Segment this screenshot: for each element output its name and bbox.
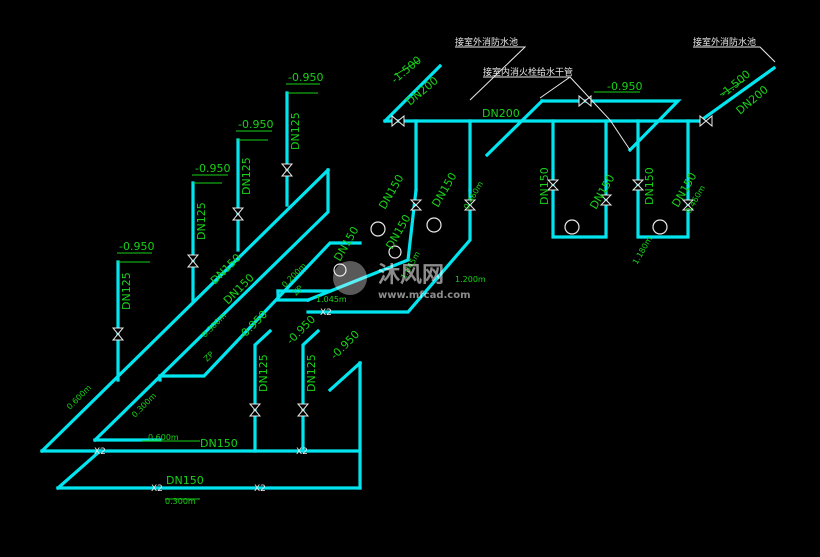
main-header-pipe bbox=[382, 63, 777, 239]
dn150-lowest: DN150 bbox=[166, 474, 204, 487]
code-3: X2 bbox=[254, 484, 266, 494]
header-gate-valve-left bbox=[391, 114, 405, 128]
elev-0950-r7: -0.950 bbox=[328, 328, 362, 362]
watermark-cn: 沐风网 bbox=[378, 263, 444, 288]
elev-0600-diag: 0.600m bbox=[65, 383, 93, 411]
code-2: X2 bbox=[151, 484, 163, 494]
riser-dn125-3 bbox=[236, 138, 268, 252]
code-1: X2 bbox=[94, 447, 106, 457]
code-4: X2 bbox=[296, 447, 308, 457]
elev-0950-header: -0.950 bbox=[607, 80, 642, 93]
riser-dn125-2 bbox=[191, 181, 222, 302]
dn150-bottom: DN150 bbox=[200, 437, 238, 450]
riser-dn125-1 bbox=[116, 260, 150, 382]
elev-0460-a: 0.460m bbox=[462, 180, 485, 211]
dn150-branch-1: DN150 bbox=[538, 167, 551, 205]
riser-valves bbox=[111, 163, 310, 417]
dn125-r1: DN125 bbox=[120, 272, 133, 310]
dn150-pump-2: DN150 bbox=[429, 170, 459, 209]
elev-0950-r3: -0.950 bbox=[238, 118, 273, 131]
dn125-r6: DN125 bbox=[305, 354, 318, 392]
dn200-left: DN200 bbox=[404, 74, 441, 108]
dn125-r2: DN125 bbox=[195, 202, 208, 240]
dn200-mid: DN200 bbox=[482, 107, 520, 120]
elev-1180: 1.180m bbox=[631, 235, 654, 266]
riser-dn125-4 bbox=[285, 91, 318, 207]
branch-valves bbox=[409, 179, 695, 211]
elev-0200: 0.200m bbox=[280, 261, 308, 289]
elev-1500-left: -1.500 bbox=[389, 54, 425, 87]
diagonal-distribution-pipes bbox=[39, 167, 472, 491]
zp-1: ZP bbox=[202, 350, 216, 364]
elev-1045-b: 1.045m bbox=[316, 295, 347, 304]
elev-0300-diag: 0.300m bbox=[200, 311, 228, 339]
elev-0600-bottom: 0.600m bbox=[148, 433, 179, 442]
zp-2: ZP bbox=[291, 284, 305, 298]
pump-icons bbox=[333, 217, 668, 277]
elev-0950-r2: -0.950 bbox=[195, 162, 230, 175]
note-top-right: 接室外消防水池 bbox=[693, 36, 756, 48]
elev-1200: 1.200m bbox=[455, 275, 486, 284]
watermark-url: www.mfcad.com bbox=[378, 290, 471, 301]
note-mid: 接室内消火栓给水干管 bbox=[483, 66, 573, 78]
dn125-r5: DN125 bbox=[257, 354, 270, 392]
elevation-markers bbox=[117, 59, 746, 500]
code-5: X2 bbox=[320, 308, 332, 318]
header-gate-valve-mid bbox=[578, 94, 592, 108]
elev-0950-r1: -0.950 bbox=[119, 240, 154, 253]
elev-0300-diag-2: 0.300m bbox=[130, 391, 158, 419]
elev-0950-r4: -0.950 bbox=[288, 71, 323, 84]
dn150-pump-1: DN150 bbox=[376, 172, 406, 211]
note-top-left: 接室外消防水池 bbox=[455, 36, 518, 48]
elev-0950-r6: -0.950 bbox=[284, 313, 318, 347]
header-gate-valve-right bbox=[699, 114, 713, 128]
dn125-r4: DN125 bbox=[289, 112, 302, 150]
elev-0300-bottom: 0.300m bbox=[165, 497, 196, 506]
dn125-r3: DN125 bbox=[240, 157, 253, 195]
dn150-branch-2: DN150 bbox=[587, 172, 617, 211]
dn150-branch-3: DN150 bbox=[643, 167, 656, 205]
watermark: 沐风网 www.mfcad.com bbox=[333, 261, 471, 301]
leader-lines bbox=[455, 46, 776, 151]
